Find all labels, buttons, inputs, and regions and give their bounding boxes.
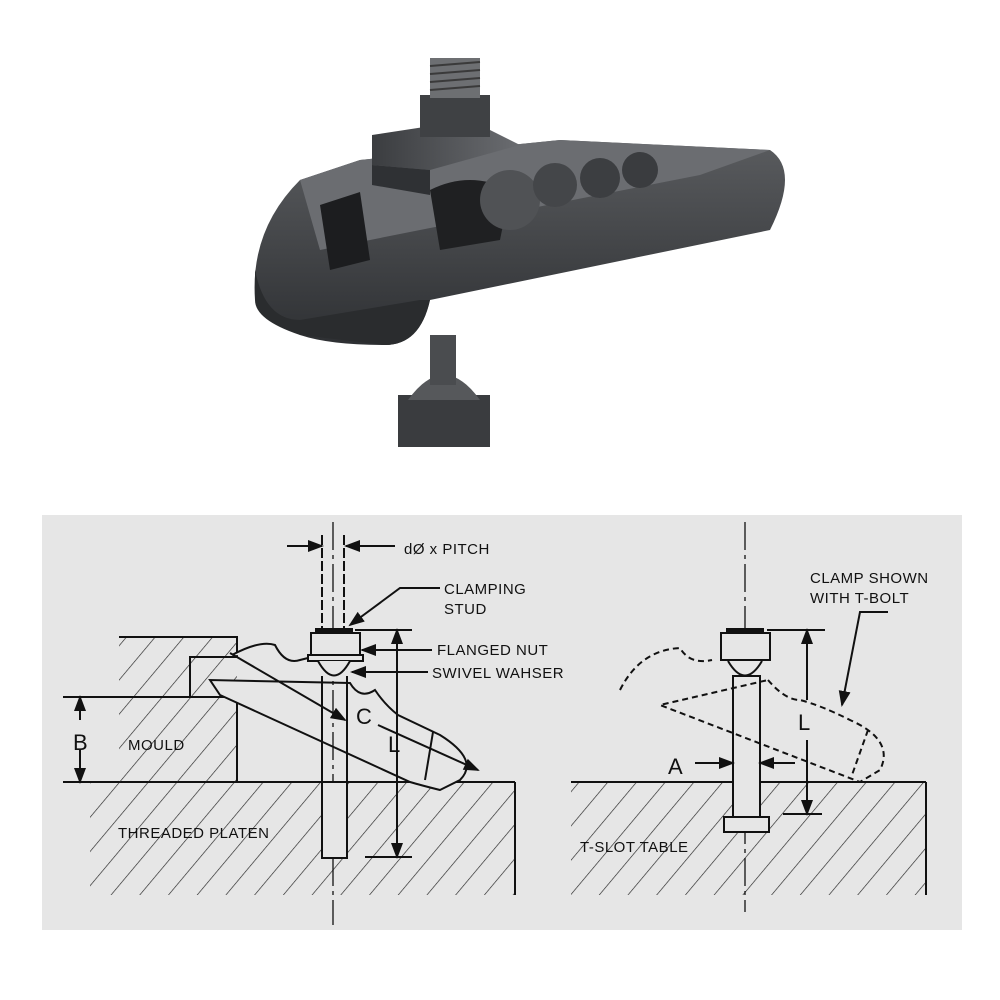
clamp-body: [254, 58, 785, 447]
thread-label: dØ x PITCH: [404, 541, 490, 558]
mould-block: [119, 636, 238, 782]
dimension-lines-right: [695, 611, 888, 816]
clamp-note-label: CLAMP SHOWN: [810, 570, 929, 587]
t-slot-table-label: T-SLOT TABLE: [580, 839, 689, 856]
dim-b-label: B: [73, 730, 88, 755]
mould-label: MOULD: [128, 737, 185, 754]
dim-l-right-label: L: [798, 710, 811, 735]
flanged-nut-label: FLANGED NUT: [437, 642, 548, 659]
dim-a-label: A: [668, 754, 683, 779]
dim-l-label: L: [388, 732, 401, 757]
flanged-nut: [307, 632, 364, 677]
threaded-platen-label: THREADED PLATEN: [118, 825, 269, 842]
swivel-washer-label: SWIVEL WAHSER: [432, 665, 564, 682]
clamp-product-image: [254, 58, 785, 447]
clamping-stud-label: CLAMPING: [444, 581, 526, 598]
labels: dØ x PITCH CLAMPING STUD FLANGED NUT SWI…: [73, 541, 929, 856]
clamp-right-dashed: [619, 646, 885, 784]
dimension-lines-left: [63, 540, 480, 859]
clamp-note-label-2: WITH T-BOLT: [810, 590, 909, 607]
t-bolt: [720, 522, 771, 912]
dim-c-label: C: [356, 704, 372, 729]
clamping-stud-label-2: STUD: [444, 601, 487, 618]
